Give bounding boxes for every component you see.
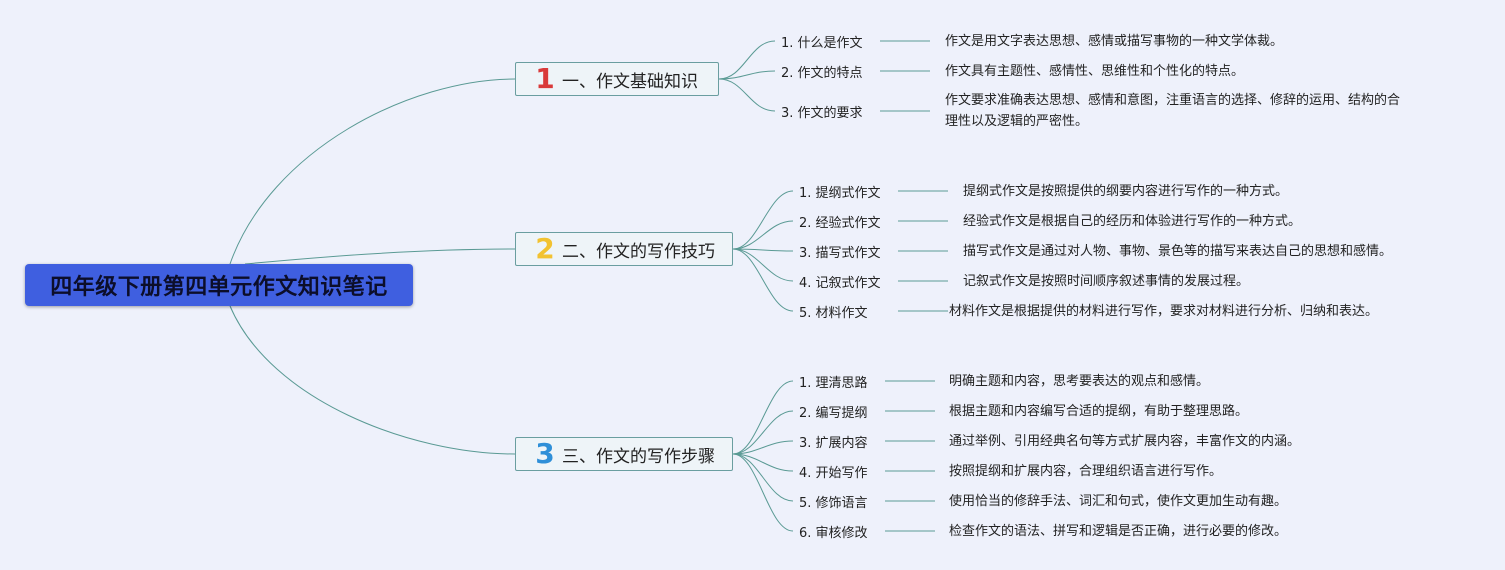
connector-line xyxy=(732,440,794,455)
subtopic-description: 作文是用文字表达思想、感情或描写事物的一种文学体裁。 xyxy=(945,33,1284,49)
connector-line xyxy=(718,40,776,80)
subtopic-label[interactable]: 1. 提纲式作文 xyxy=(799,186,881,201)
connector-line xyxy=(718,78,776,112)
branch-topic-2[interactable]: 2 二、作文的写作技巧 xyxy=(515,232,733,266)
connector-line xyxy=(732,248,794,252)
connector-line xyxy=(229,78,516,265)
subtopic-label[interactable]: 2. 作文的特点 xyxy=(781,66,863,81)
subtopic-description: 明确主题和内容，思考要表达的观点和感情。 xyxy=(949,373,1210,389)
subtopic-description: 记叙式作文是按照时间顺序叙述事情的发展过程。 xyxy=(963,273,1250,289)
subtopic-description: 按照提纲和扩展内容，合理组织语言进行写作。 xyxy=(949,463,1223,479)
connector-line xyxy=(732,453,794,502)
subtopic-description: 作文要求准确表达思想、感情和意图，注重语言的选择、修辞的运用、结构的合 xyxy=(945,93,1401,108)
subtopic-label[interactable]: 3. 扩展内容 xyxy=(799,436,868,451)
connector-line xyxy=(732,248,794,312)
subtopic-label[interactable]: 5. 修饰语言 xyxy=(799,496,868,511)
connector-line xyxy=(244,248,516,265)
connector-line xyxy=(732,190,794,250)
branch-topic-label: 二、作文的写作技巧 xyxy=(562,241,715,262)
subtopic-label[interactable]: 6. 审核修改 xyxy=(799,526,868,541)
subtopic-description: 提纲式作文是按照提供的纲要内容进行写作的一种方式。 xyxy=(963,183,1289,199)
branch-number: 1 xyxy=(535,62,555,95)
branch-topic-3[interactable]: 3 三、作文的写作步骤 xyxy=(515,437,733,471)
connector-line xyxy=(732,380,794,455)
subtopic-description: 通过举例、引用经典名句等方式扩展内容，丰富作文的内涵。 xyxy=(949,433,1301,449)
subtopic-description: 经验式作文是根据自己的经历和体验进行写作的一种方式。 xyxy=(963,213,1302,229)
subtopic-label[interactable]: 1. 什么是作文 xyxy=(781,36,863,51)
connector-line xyxy=(229,305,516,455)
branch-topic-label: 三、作文的写作步骤 xyxy=(562,446,715,467)
branch-number: 3 xyxy=(535,437,555,470)
branch-topic-1[interactable]: 1 一、作文基础知识 xyxy=(515,62,719,96)
subtopic-description: 作文具有主题性、感情性、思维性和个性化的特点。 xyxy=(945,63,1245,79)
connector-line xyxy=(732,410,794,455)
branch-number: 2 xyxy=(535,232,555,265)
connector-line xyxy=(732,453,794,472)
subtopic-label[interactable]: 4. 开始写作 xyxy=(799,466,868,481)
connector-line xyxy=(732,220,794,250)
subtopic-label[interactable]: 1. 理清思路 xyxy=(799,376,868,391)
subtopic-label[interactable]: 5. 材料作文 xyxy=(799,306,868,321)
connector-line xyxy=(718,70,776,80)
subtopic-description: 根据主题和内容编写合适的提纲，有助于整理思路。 xyxy=(949,403,1249,419)
subtopic-label[interactable]: 3. 描写式作文 xyxy=(799,246,881,261)
subtopic-description: 描写式作文是通过对人物、事物、景色等的描写来表达自己的思想和感情。 xyxy=(963,243,1393,259)
connector-line xyxy=(732,248,794,282)
subtopic-label[interactable]: 3. 作文的要求 xyxy=(781,106,863,121)
subtopic-description: 材料作文是根据提供的材料进行写作，要求对材料进行分析、归纳和表达。 xyxy=(949,303,1379,319)
subtopic-description: 检查作文的语法、拼写和逻辑是否正确，进行必要的修改。 xyxy=(949,523,1288,539)
root-topic-label: 四年级下册第四单元作文知识笔记 xyxy=(50,275,388,300)
subtopic-description: 理性以及逻辑的严密性。 xyxy=(945,114,1089,129)
subtopic-description: 使用恰当的修辞手法、词汇和句式，使作文更加生动有趣。 xyxy=(949,493,1288,509)
root-topic[interactable]: 四年级下册第四单元作文知识笔记 xyxy=(25,264,413,306)
branch-topic-label: 一、作文基础知识 xyxy=(562,71,698,92)
subtopic-label[interactable]: 2. 经验式作文 xyxy=(799,216,881,231)
subtopic-label[interactable]: 4. 记叙式作文 xyxy=(799,276,881,291)
subtopic-label[interactable]: 2. 编写提纲 xyxy=(799,406,868,421)
connector-line xyxy=(732,453,794,532)
